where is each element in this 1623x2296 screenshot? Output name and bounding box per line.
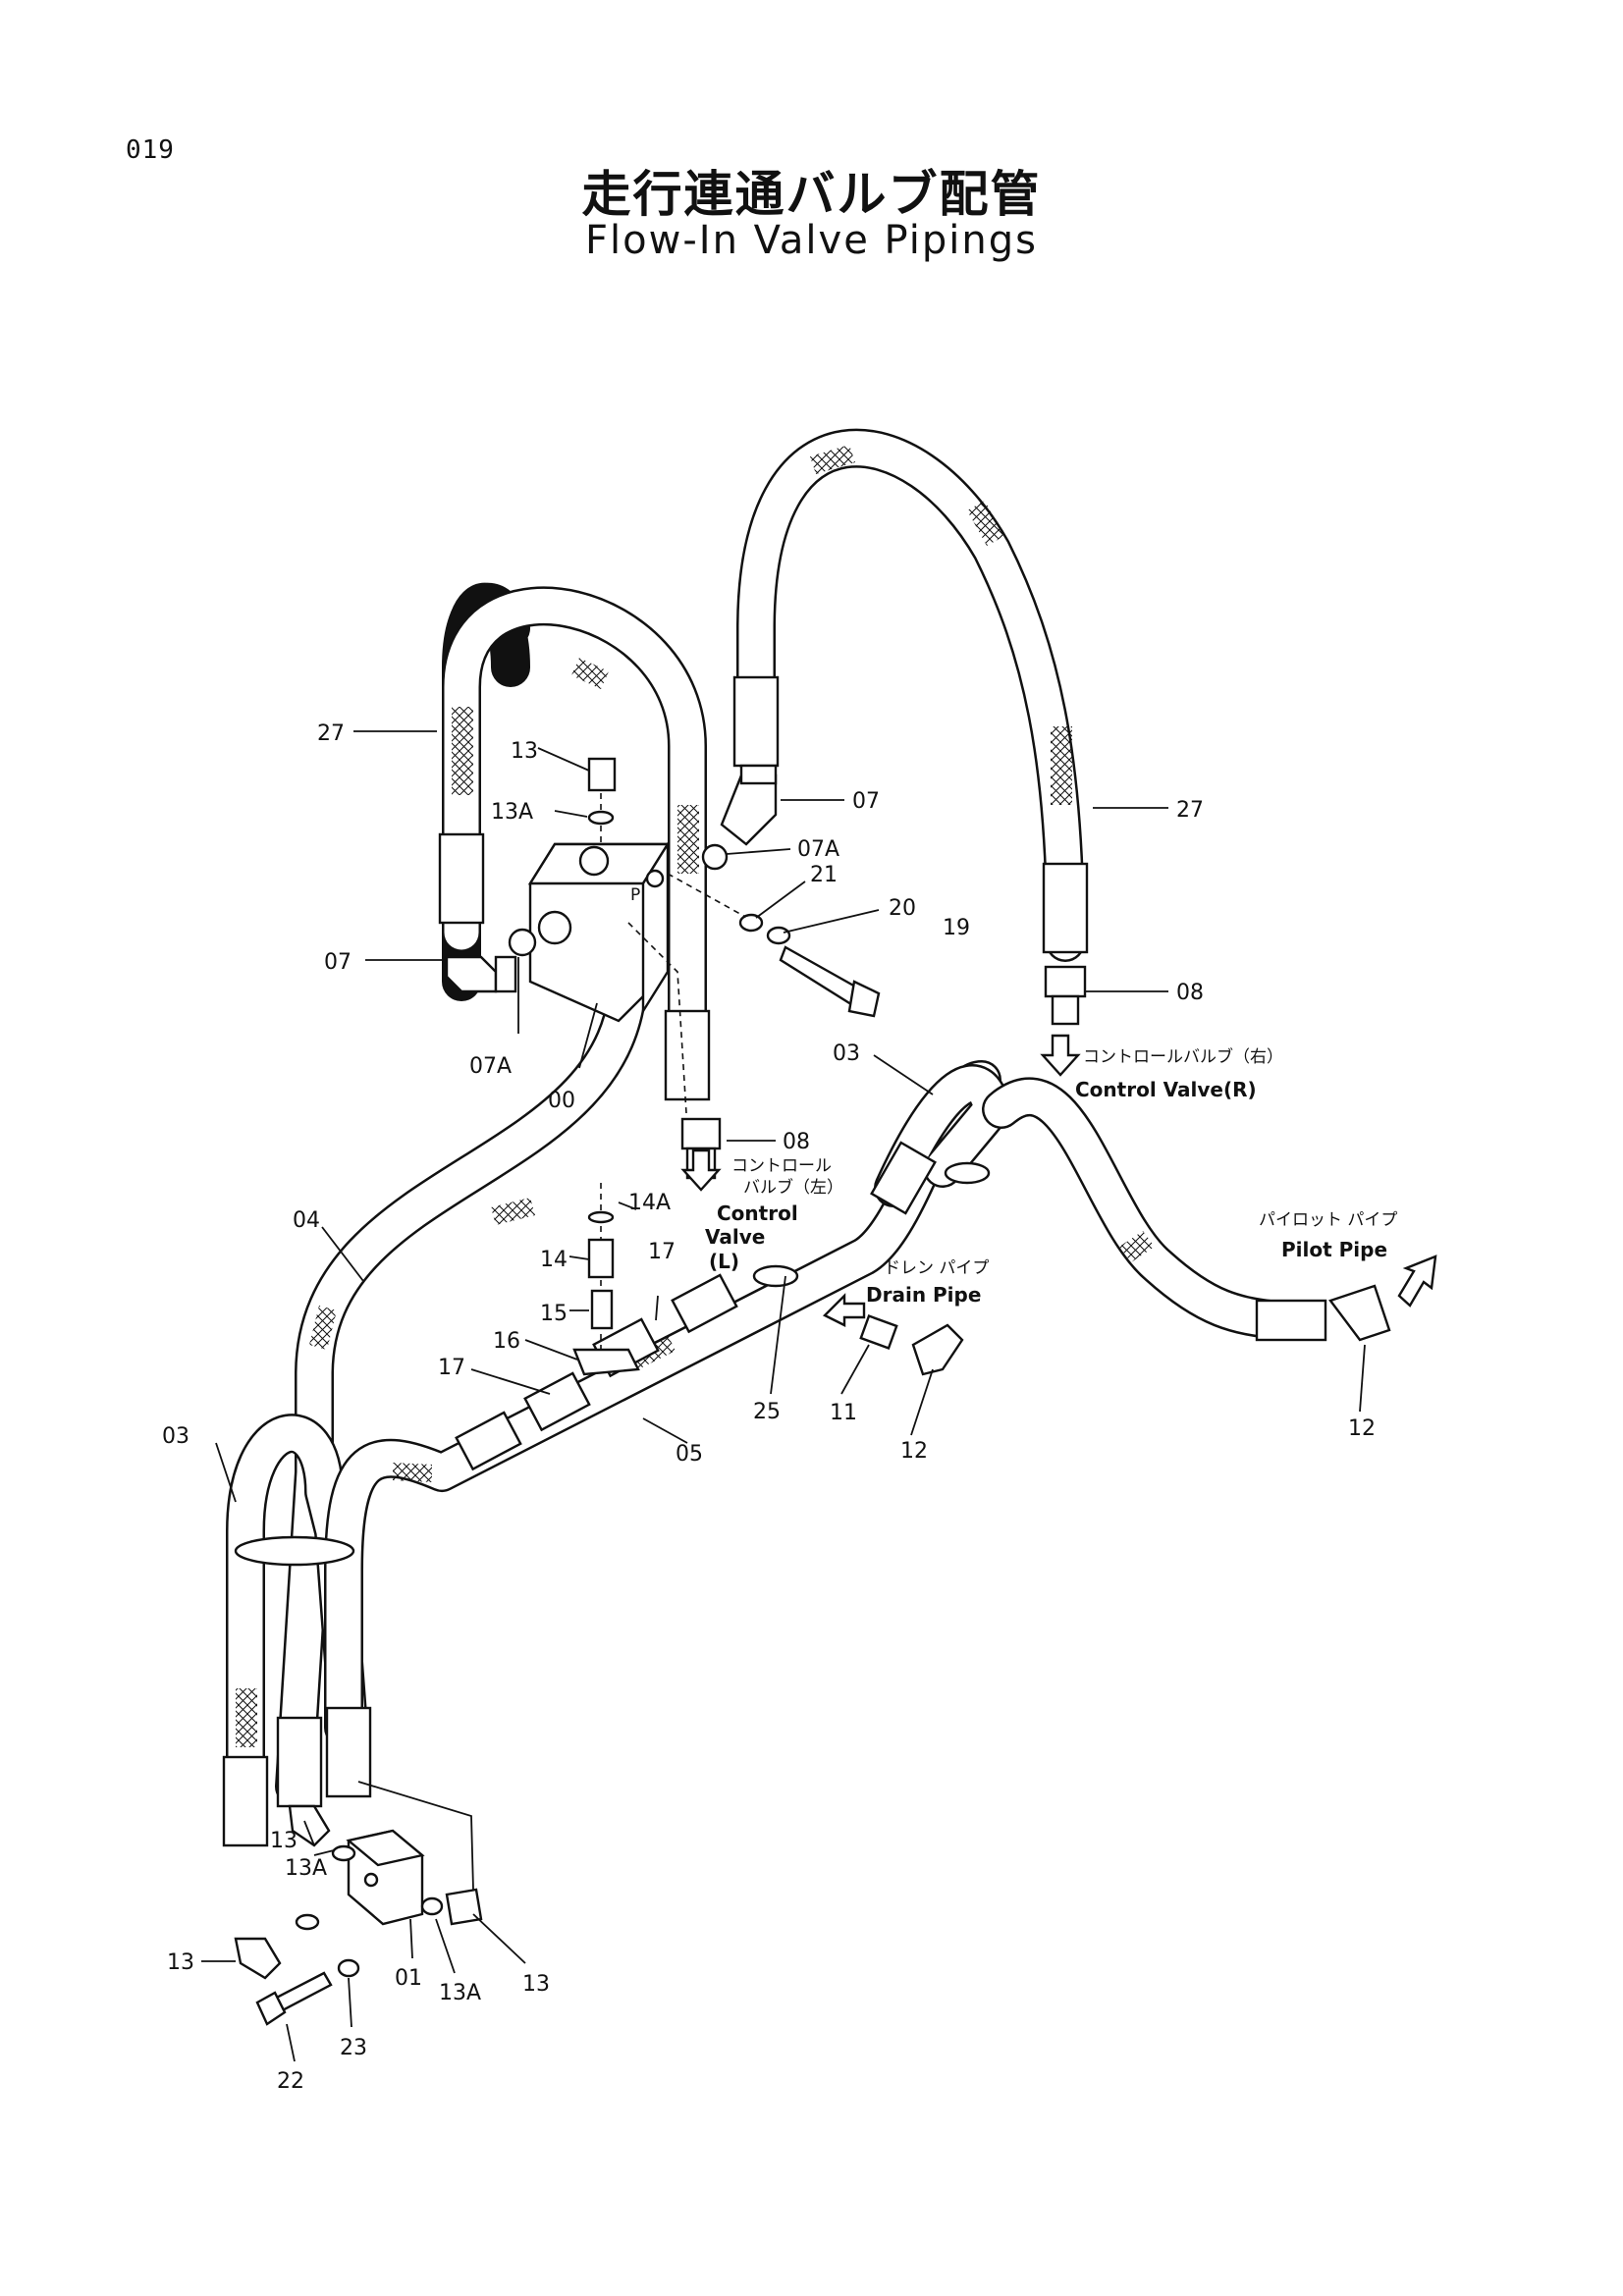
callout-08-mid: 08 bbox=[783, 1130, 810, 1154]
callout-13-top: 13 bbox=[511, 739, 538, 764]
callout-21: 21 bbox=[810, 863, 838, 887]
callout-05: 05 bbox=[676, 1442, 703, 1467]
fitting-13-top bbox=[587, 757, 617, 826]
hose-27-left-loop bbox=[442, 586, 707, 1090]
label-control-valve-l-jp1: コントロール bbox=[731, 1156, 832, 1176]
callout-07a-left: 07A bbox=[469, 1054, 512, 1079]
adapter-08-right bbox=[1044, 965, 1087, 1026]
bolt-19-washers bbox=[738, 913, 881, 1018]
title-english: Flow-In Valve Pipings bbox=[585, 218, 1038, 263]
callout-03-left: 03 bbox=[162, 1424, 189, 1449]
part-callouts: 27 27 13 13A 07 07 07A 07A 00 21 20 19 0… bbox=[162, 721, 1376, 2094]
flow-in-valve-00: P bbox=[527, 839, 671, 1023]
callout-19: 19 bbox=[943, 916, 970, 940]
callout-07-left: 07 bbox=[324, 950, 352, 975]
callout-25: 25 bbox=[753, 1400, 781, 1424]
bottom-fittings bbox=[234, 1804, 483, 2026]
title-japanese: 走行連通バルブ配管 bbox=[581, 166, 1042, 223]
elbow-07-right bbox=[701, 764, 778, 871]
callout-13-bottom-1: 13 bbox=[270, 1829, 298, 1853]
callout-17-a: 17 bbox=[438, 1356, 465, 1380]
elbow-07-left bbox=[445, 928, 537, 993]
callout-14a: 14A bbox=[628, 1191, 671, 1215]
hose-04 bbox=[275, 952, 648, 1806]
fittings-14-15-16 bbox=[572, 1210, 640, 1376]
label-control-valve-r-jp: コントロールバルブ（右） bbox=[1083, 1046, 1283, 1067]
arrow-pilot-pipe bbox=[1397, 1255, 1437, 1308]
label-control-valve-l-en1: Control bbox=[717, 1201, 798, 1225]
arrow-drain-pipe bbox=[822, 1293, 866, 1327]
callout-11: 11 bbox=[830, 1401, 857, 1425]
callout-04: 04 bbox=[293, 1208, 320, 1233]
callout-00: 00 bbox=[548, 1089, 575, 1113]
label-pilot-pipe-en: Pilot Pipe bbox=[1281, 1238, 1387, 1261]
callout-23: 23 bbox=[340, 2036, 367, 2060]
label-drain-pipe-en: Drain Pipe bbox=[866, 1283, 981, 1307]
hose-03-left bbox=[226, 1414, 368, 1826]
arrow-control-valve-r bbox=[1040, 1034, 1081, 1077]
fittings-11-12 bbox=[859, 1284, 1391, 1376]
label-pilot-pipe-jp: パイロット パイプ bbox=[1259, 1210, 1397, 1230]
hose-27-right-loop bbox=[736, 428, 1085, 962]
label-drain-pipe-jp: ドレン パイプ bbox=[884, 1258, 989, 1278]
junction-block-01 bbox=[346, 1829, 425, 1926]
callout-13a-bottom-2: 13A bbox=[439, 1981, 481, 2005]
callout-22: 22 bbox=[277, 2069, 304, 2094]
callout-14: 14 bbox=[540, 1248, 568, 1272]
callout-01: 01 bbox=[395, 1966, 422, 1991]
leader-lines bbox=[201, 730, 1366, 2062]
callout-12-mid: 12 bbox=[900, 1439, 928, 1464]
arrow-control-valve-l bbox=[680, 1148, 722, 1192]
callout-08-right: 08 bbox=[1176, 981, 1204, 1005]
callout-27-right: 27 bbox=[1176, 798, 1204, 823]
callout-16: 16 bbox=[493, 1329, 520, 1354]
callout-07-right: 07 bbox=[852, 789, 880, 814]
callout-13-bottom-2: 13 bbox=[167, 1950, 194, 1975]
annotations: コントロールバルブ（右） Control Valve(R) コントロール バルブ… bbox=[705, 1046, 1397, 1307]
callout-13a-top: 13A bbox=[491, 800, 533, 825]
page-number: 019 bbox=[126, 135, 175, 165]
callout-13a-bottom-1: 13A bbox=[285, 1856, 327, 1881]
label-control-valve-l-en2: Valve bbox=[705, 1225, 765, 1249]
clamps bbox=[234, 1161, 991, 1567]
label-control-valve-r-en: Control Valve(R) bbox=[1075, 1078, 1257, 1101]
callout-07a-right: 07A bbox=[797, 837, 839, 862]
flow-arrows bbox=[680, 1034, 1437, 1327]
callout-13-bottom-3: 13 bbox=[522, 1972, 550, 1997]
callout-03-top: 03 bbox=[833, 1041, 860, 1066]
label-control-valve-l-en3: (L) bbox=[709, 1250, 739, 1273]
callout-20: 20 bbox=[889, 896, 916, 921]
callout-12-right: 12 bbox=[1348, 1416, 1376, 1441]
svg-text:P: P bbox=[630, 885, 640, 905]
callout-17-b: 17 bbox=[648, 1240, 676, 1264]
callout-27-left: 27 bbox=[317, 721, 345, 746]
label-control-valve-l-jp2: バルブ（左） bbox=[743, 1177, 843, 1198]
callout-15: 15 bbox=[540, 1302, 568, 1326]
pilot-hose bbox=[982, 1077, 1296, 1340]
